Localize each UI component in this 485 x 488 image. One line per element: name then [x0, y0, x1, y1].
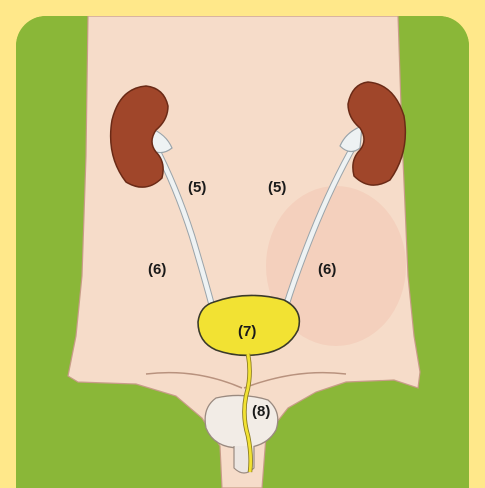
label-bladder: (7)	[238, 324, 256, 339]
label-path-left: (6)	[148, 262, 166, 277]
urinary-system-illustration	[16, 16, 469, 488]
label-path-right: (6)	[318, 262, 336, 277]
label-urethra: (8)	[252, 404, 270, 419]
diagram-canvas: (5) (5) (6) (6) (7) (8)	[16, 16, 469, 488]
label-ureter-left: (5)	[188, 180, 206, 195]
label-ureter-right: (5)	[268, 180, 286, 195]
